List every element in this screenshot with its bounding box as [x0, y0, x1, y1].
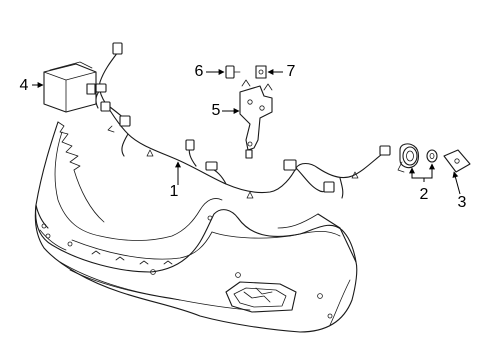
callout-6: 6: [195, 63, 204, 80]
leader-lines: [32, 69, 461, 195]
callout-7: 7: [287, 63, 296, 80]
callout-1: 1: [170, 183, 179, 200]
bumper-cover: [34, 121, 358, 333]
parking-sensor: [397, 143, 438, 173]
sensor-retainer: [443, 149, 471, 173]
callout-3: 3: [458, 194, 467, 211]
callout-2: 2: [420, 186, 429, 203]
control-module: [43, 61, 97, 113]
callout-5: 5: [212, 102, 221, 119]
clip-nut: [255, 65, 267, 79]
wiring-harness: [95, 42, 391, 199]
sensor-bracket: [239, 79, 273, 159]
callout-4: 4: [20, 77, 29, 94]
bolt: [225, 65, 241, 79]
